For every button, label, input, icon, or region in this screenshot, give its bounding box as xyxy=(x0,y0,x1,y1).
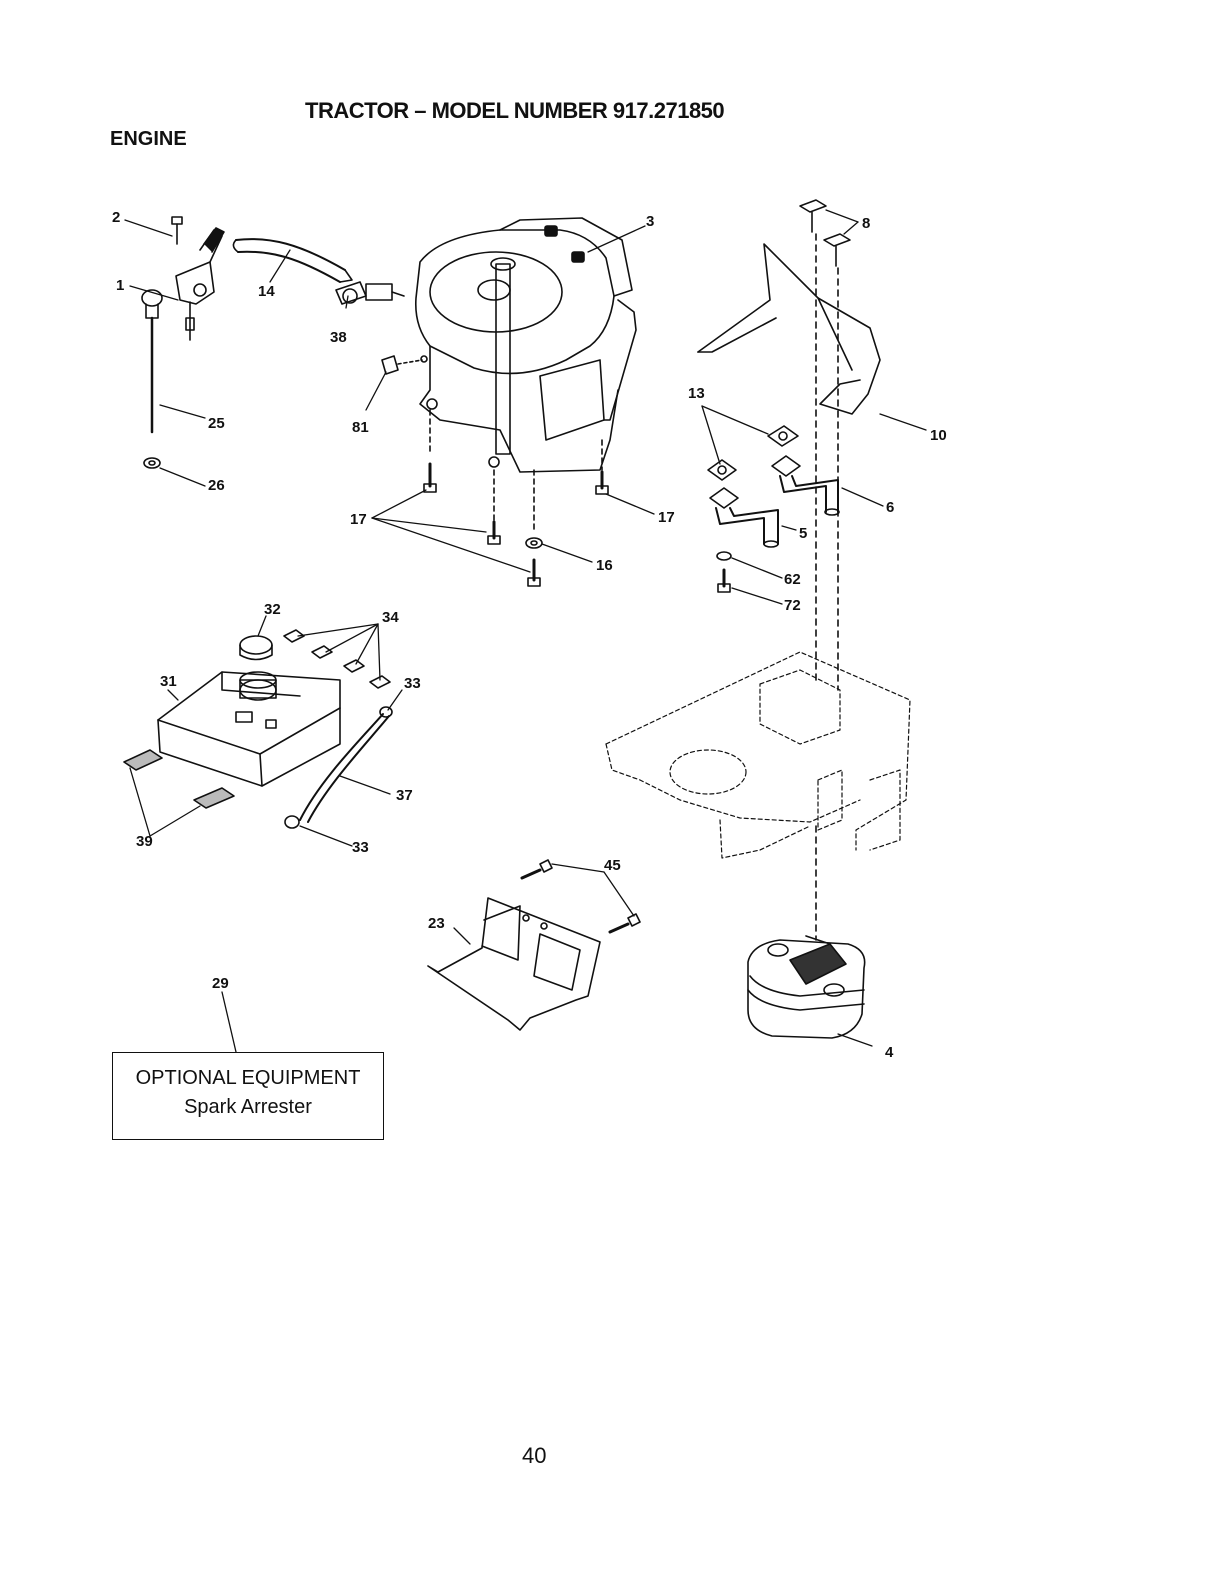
callout-2: 2 xyxy=(112,209,120,226)
engine-shield-part xyxy=(428,898,600,1030)
optional-equipment-heading: OPTIONAL EQUIPMENT xyxy=(113,1067,383,1090)
callout-5: 5 xyxy=(799,525,807,542)
callout-81: 81 xyxy=(352,419,369,436)
fuel-filter-part xyxy=(336,282,404,304)
cap-nuts-part xyxy=(800,200,850,690)
page-number: 40 xyxy=(522,1443,546,1469)
throttle-bracket-part xyxy=(176,228,224,340)
engine-mount-bolts xyxy=(424,410,608,586)
callout-25: 25 xyxy=(208,415,225,432)
tractor-frame-part xyxy=(606,652,910,858)
callout-23: 23 xyxy=(428,915,445,932)
callout-26: 26 xyxy=(208,477,225,494)
callout-31: 31 xyxy=(160,673,177,690)
callout-34: 34 xyxy=(382,609,399,626)
exhaust-pipe-part-6 xyxy=(772,456,839,515)
fuel-line-part xyxy=(233,239,352,282)
callout-16: 16 xyxy=(596,557,613,574)
callout-8: 8 xyxy=(862,215,870,232)
shield-bolts-part xyxy=(522,860,640,932)
callout-39: 39 xyxy=(136,833,153,850)
callout-13: 13 xyxy=(688,385,705,402)
optional-equipment-box: OPTIONAL EQUIPMENT Spark Arrester xyxy=(112,1052,384,1140)
callout-14: 14 xyxy=(258,283,275,300)
callout-33-bottom: 33 xyxy=(352,839,369,856)
seal-part xyxy=(144,458,160,468)
callout-1: 1 xyxy=(116,277,124,294)
washer-bolt-62-72 xyxy=(717,552,731,592)
exhaust-gaskets-part xyxy=(708,426,798,480)
spark-arrester-label: Spark Arrester xyxy=(113,1096,383,1119)
callout-38: 38 xyxy=(330,329,347,346)
callout-17-left: 17 xyxy=(350,511,367,528)
callout-leaders xyxy=(125,210,926,1052)
engine-part xyxy=(416,218,636,472)
heat-shield-part xyxy=(698,244,880,414)
callout-10: 10 xyxy=(930,427,947,444)
plug-part xyxy=(382,356,427,374)
callout-17-right: 17 xyxy=(658,509,675,526)
callout-37: 37 xyxy=(396,787,413,804)
callout-6: 6 xyxy=(886,499,894,516)
dipstick-part xyxy=(142,290,162,432)
air-cleaner-housing-part xyxy=(158,672,340,786)
screw-part-2 xyxy=(172,217,182,244)
callout-4: 4 xyxy=(885,1044,894,1061)
callout-72: 72 xyxy=(784,597,801,614)
callout-45: 45 xyxy=(604,857,621,874)
breather-tube-part xyxy=(285,707,392,828)
callout-29: 29 xyxy=(212,975,229,992)
cap-part xyxy=(240,636,272,660)
callout-62: 62 xyxy=(784,571,801,588)
washer-part xyxy=(526,538,542,548)
exhaust-pipe-part-5 xyxy=(710,488,778,547)
muffler-part xyxy=(748,936,865,1038)
callout-32: 32 xyxy=(264,601,281,618)
callout-3: 3 xyxy=(646,213,654,230)
callout-33-top: 33 xyxy=(404,675,421,692)
